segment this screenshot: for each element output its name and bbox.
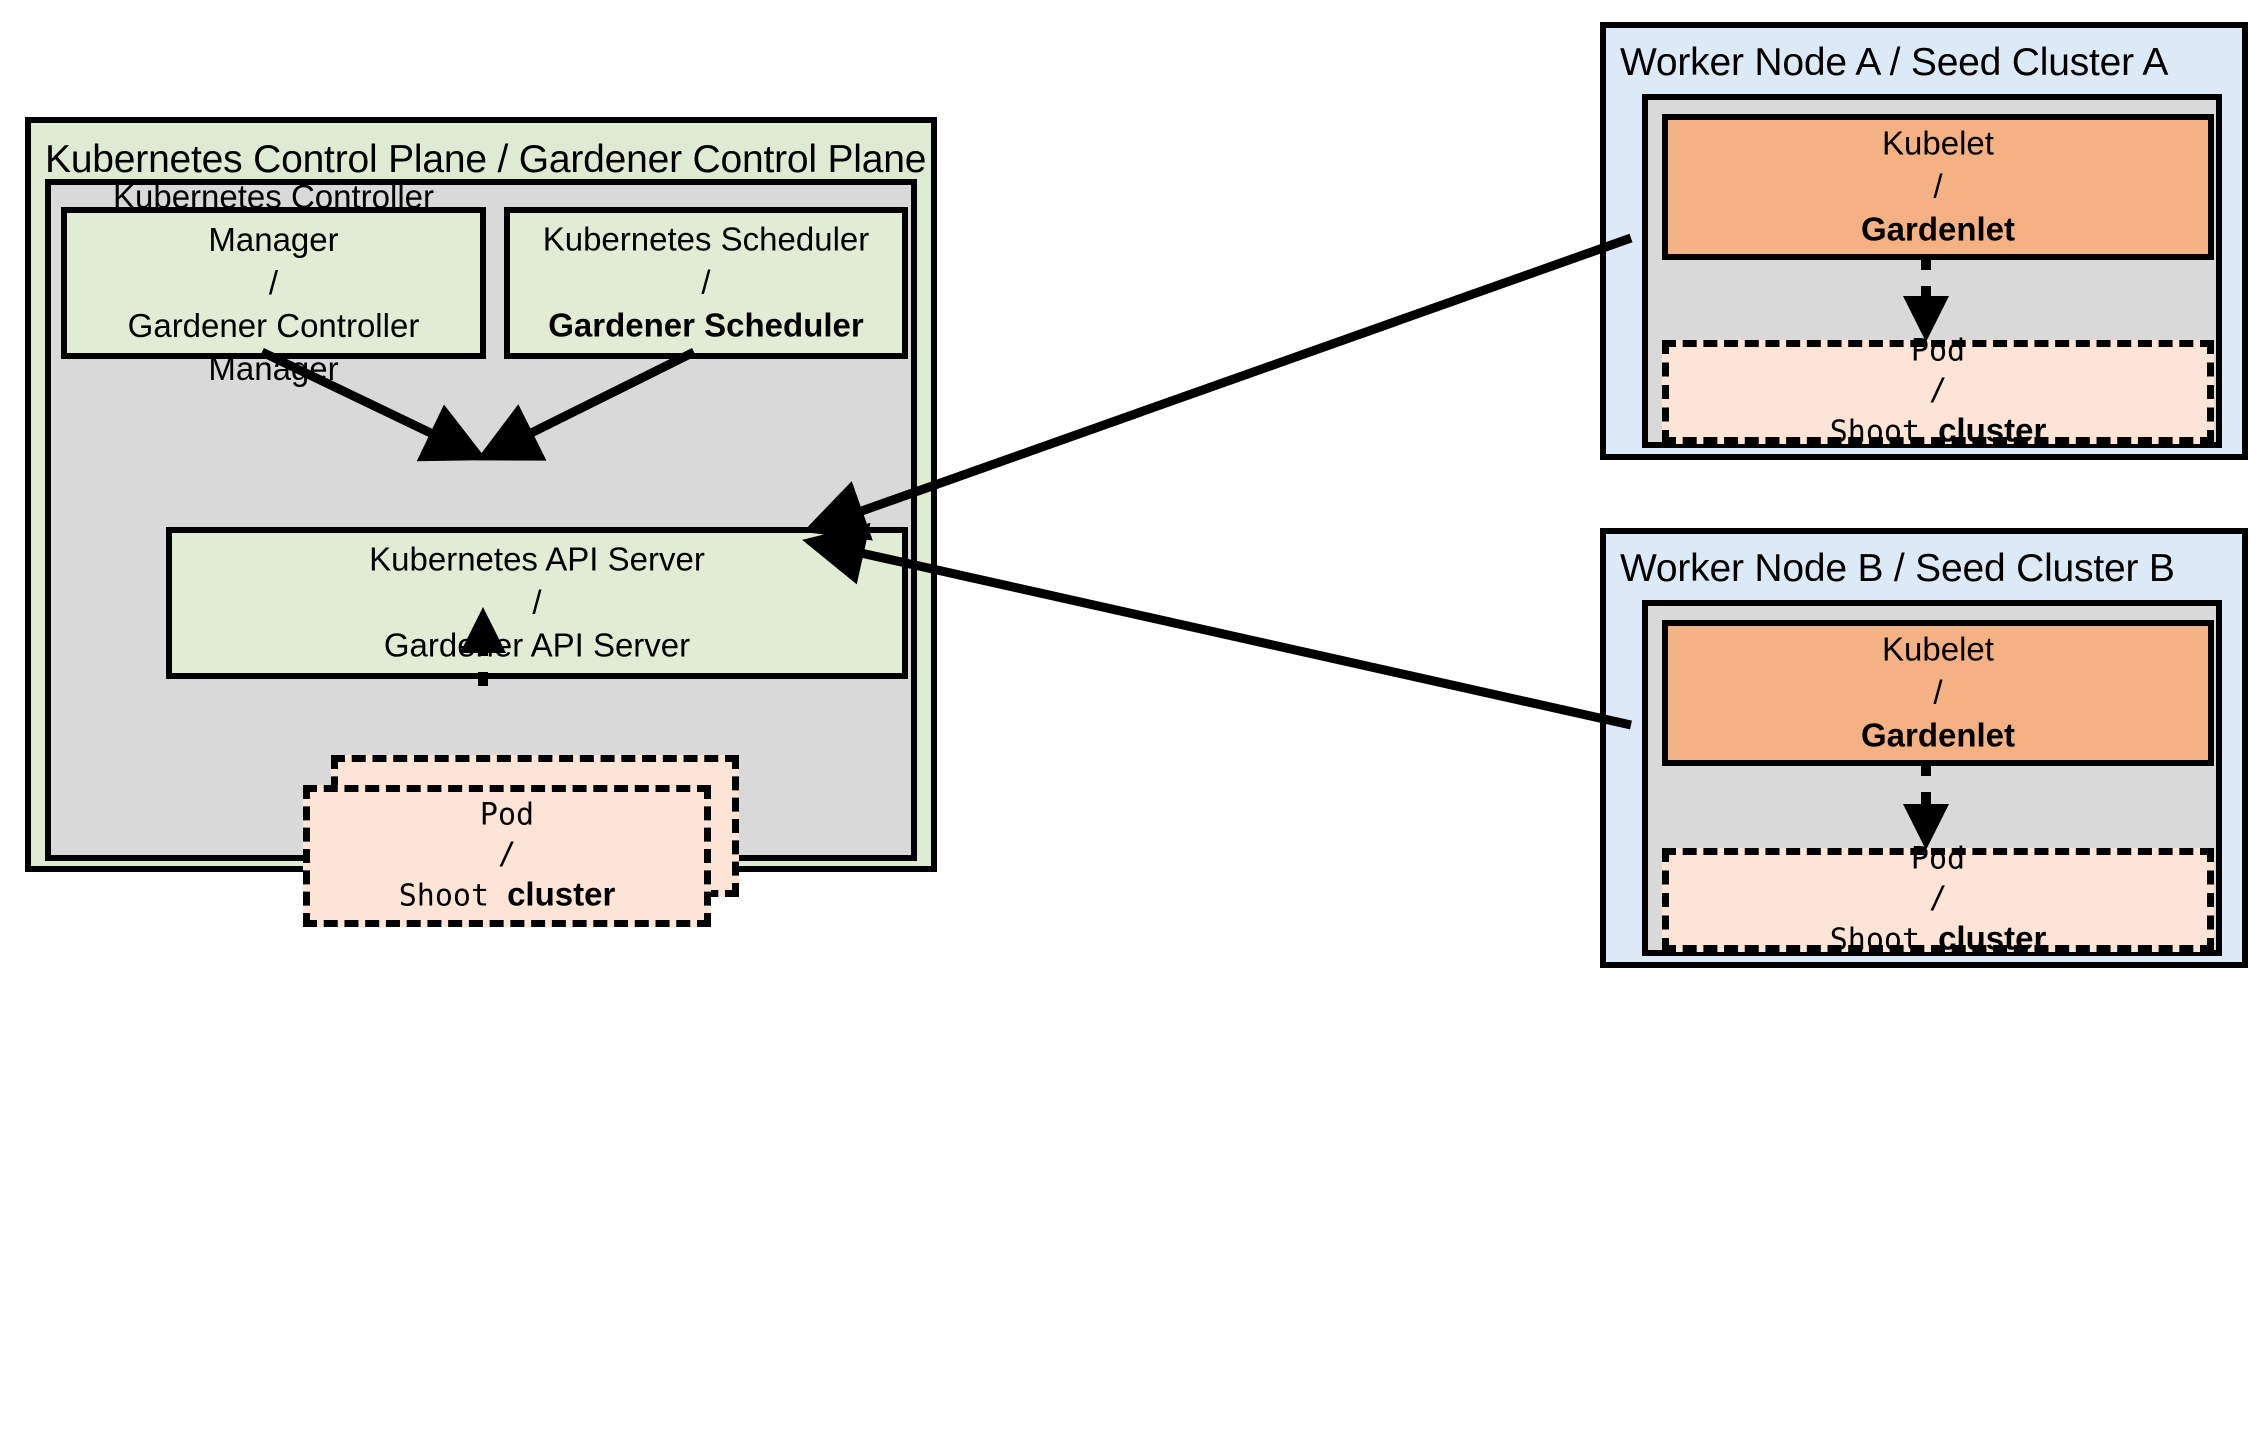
worker-node-b-kubelet-label: Kubelet / Gardenlet xyxy=(1668,629,2208,758)
worker-node-b-kubelet-line2: Gardenlet xyxy=(1860,716,2016,754)
worker-node-a-pod-line2: Shoot cluster xyxy=(1669,410,2207,453)
worker-node-a-inner-panel: Kubelet / Gardenlet Pod / Shoot cluster xyxy=(1642,94,2222,450)
worker-node-b-kubelet-separator: / xyxy=(1933,673,1943,711)
control-plane-pod-label: Pod / Shoot cluster xyxy=(310,796,704,917)
api-server-line1: Kubernetes API Server xyxy=(369,540,705,578)
control-plane-pod-line1: Pod xyxy=(479,797,535,833)
control-plane-pod-box[interactable]: Pod / Shoot cluster xyxy=(303,785,711,927)
scheduler-line1: Kubernetes Scheduler xyxy=(542,220,870,258)
worker-node-a-pod-box[interactable]: Pod / Shoot cluster xyxy=(1662,334,2214,450)
worker-node-a-pod-label: Pod / Shoot cluster xyxy=(1669,332,2207,453)
worker-node-b-pod-label: Pod / Shoot cluster xyxy=(1669,840,2207,961)
worker-node-a-kubelet-label: Kubelet / Gardenlet xyxy=(1668,123,2208,252)
worker-node-a-kubelet-line1: Kubelet xyxy=(1882,124,1994,162)
control-plane-panel: Kubernetes Control Plane / Gardener Cont… xyxy=(25,117,937,927)
worker-node-a-panel: Worker Node A / Seed Cluster A Kubelet /… xyxy=(1600,22,2248,460)
worker-node-a-pod-line2-prefix: Shoot xyxy=(1829,414,1939,450)
worker-node-b-kubelet-line1: Kubelet xyxy=(1882,630,1994,668)
worker-node-b-pod-separator: / xyxy=(1928,880,1948,916)
kubernetes-controller-manager-box[interactable]: Kubernetes Controller Manager / Gardener… xyxy=(61,178,486,386)
controller-manager-label: Kubernetes Controller Manager / Gardener… xyxy=(67,176,480,390)
worker-node-b-pod-line2-prefix: Shoot xyxy=(1829,922,1939,958)
worker-node-a-title: Worker Node A / Seed Cluster A xyxy=(1620,41,2169,84)
worker-node-b-pod-line2-bold: cluster xyxy=(1938,919,2047,957)
api-server-separator: / xyxy=(532,583,542,621)
control-plane-panel-title: Kubernetes Control Plane / Gardener Cont… xyxy=(45,138,927,181)
worker-node-a-pod-line1: Pod xyxy=(1910,333,1966,369)
api-server-label: Kubernetes API Server / Gardener API Ser… xyxy=(172,539,902,668)
control-plane-pod-separator: / xyxy=(497,836,517,872)
control-plane-pod-line2-bold: cluster xyxy=(507,875,616,913)
api-server-line2: Gardener API Server xyxy=(383,626,691,664)
scheduler-separator: / xyxy=(701,263,711,301)
kubernetes-api-server-box[interactable]: Kubernetes API Server / Gardener API Ser… xyxy=(166,527,908,679)
scheduler-label: Kubernetes Scheduler / Gardener Schedule… xyxy=(510,219,902,348)
control-plane-pod-line2: Shoot cluster xyxy=(310,874,704,917)
worker-node-b-pod-box[interactable]: Pod / Shoot cluster xyxy=(1662,842,2214,958)
worker-node-a-kubelet-box[interactable]: Kubelet / Gardenlet xyxy=(1662,114,2214,260)
control-plane-pod-line2-prefix: Shoot xyxy=(398,878,508,914)
worker-node-a-pod-line2-bold: cluster xyxy=(1938,411,2047,449)
worker-node-a-kubelet-line2: Gardenlet xyxy=(1860,210,2016,248)
arrow-gardenlet-b-to-api-server xyxy=(802,522,1632,730)
worker-node-b-kubelet-box[interactable]: Kubelet / Gardenlet xyxy=(1662,620,2214,766)
worker-node-a-kubelet-separator: / xyxy=(1933,167,1943,205)
worker-node-b-title: Worker Node B / Seed Cluster B xyxy=(1620,547,2175,590)
control-plane-inner-panel: Kubernetes Controller Manager / Gardener… xyxy=(45,178,917,927)
worker-node-b-inner-panel: Kubelet / Gardenlet Pod / Shoot cluster xyxy=(1642,600,2222,958)
worker-node-b-pod-line1: Pod xyxy=(1910,841,1966,877)
worker-node-b-pod-line2: Shoot cluster xyxy=(1669,918,2207,961)
arrow-gardenlet-a-to-api-server xyxy=(802,233,1633,541)
worker-node-b-panel: Worker Node B / Seed Cluster B Kubelet /… xyxy=(1600,528,2248,968)
controller-manager-line2: Gardener Controller Manager xyxy=(127,306,420,387)
kubernetes-scheduler-box[interactable]: Kubernetes Scheduler / Gardener Schedule… xyxy=(504,207,908,359)
scheduler-line2: Gardener Scheduler xyxy=(548,306,864,344)
controller-manager-line1: Kubernetes Controller Manager xyxy=(112,177,434,258)
worker-node-a-pod-separator: / xyxy=(1928,372,1948,408)
controller-manager-separator: / xyxy=(268,263,279,301)
